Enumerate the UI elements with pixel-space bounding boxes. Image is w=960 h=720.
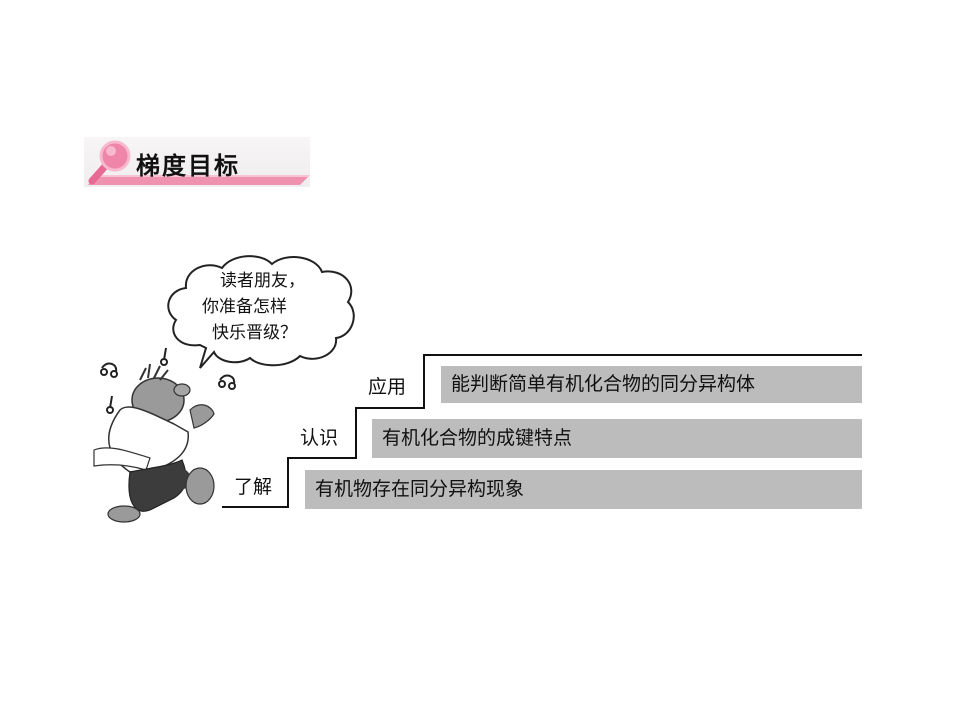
running-boy-illustration — [93, 347, 236, 523]
goal-text-understand: 有机物存在同分异构现象 — [315, 478, 525, 500]
badge-graphics — [88, 140, 310, 185]
level-label-understand: 了解 — [234, 476, 273, 498]
level-label-recognize: 认识 — [300, 427, 339, 449]
bubble-line-2: 你准备怎样 — [202, 297, 287, 317]
section-header-badge: 梯度目标 — [84, 137, 314, 189]
section-title: 梯度目标 — [136, 152, 240, 180]
goal-box-understand: 有机物存在同分异构现象 — [305, 470, 862, 509]
bubble-line-3: 快乐晋级？ — [212, 323, 297, 343]
goal-box-apply: 能判断简单有机化合物的同分异构体 — [441, 366, 862, 403]
level-label-apply: 应用 — [368, 376, 407, 398]
bubble-line-1: 读者朋友， — [220, 271, 305, 291]
music-note-icon — [100, 347, 236, 414]
goal-text-recognize: 有机化合物的成键特点 — [382, 427, 573, 449]
speech-bubble — [167, 255, 355, 369]
goal-box-recognize: 有机化合物的成键特点 — [372, 419, 862, 458]
speech-bubble-text: 读者朋友， 你准备怎样 快乐晋级？ — [202, 268, 305, 346]
goal-text-apply: 能判断简单有机化合物的同分异构体 — [451, 373, 756, 395]
